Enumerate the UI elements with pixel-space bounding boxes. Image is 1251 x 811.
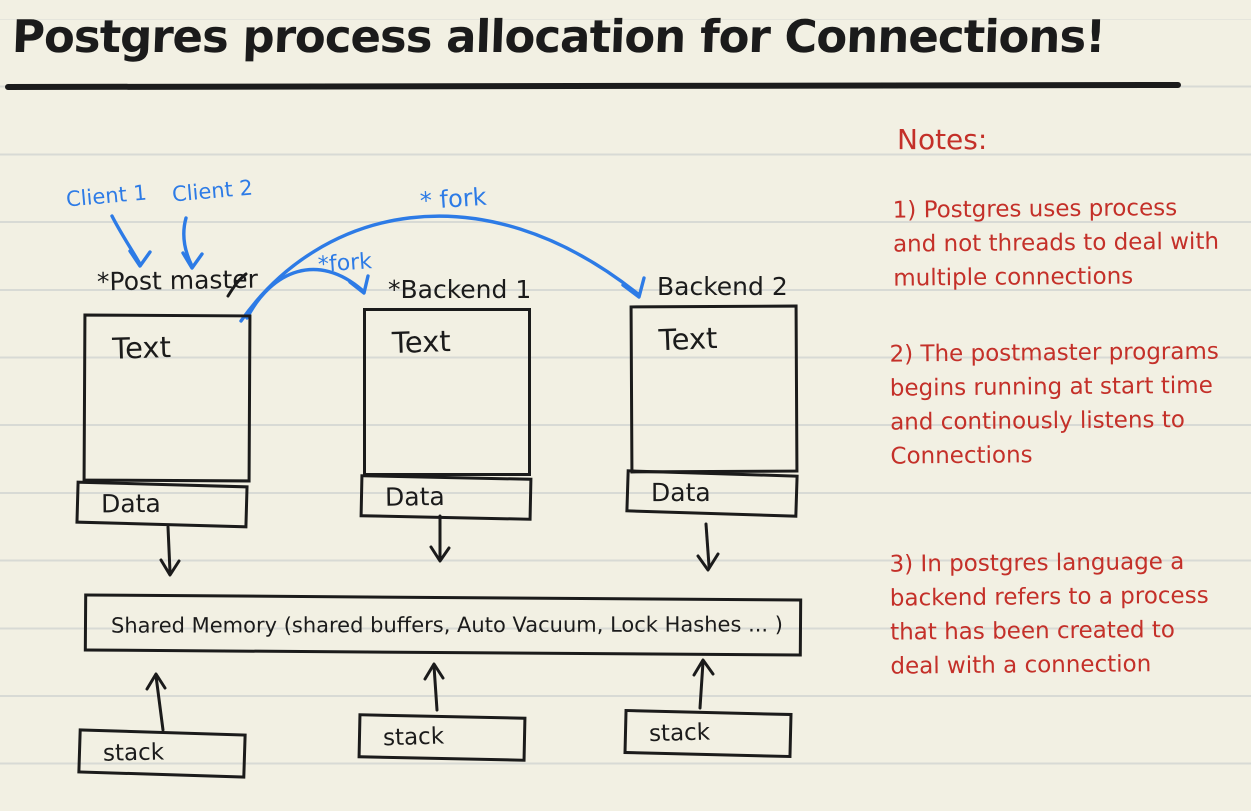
shared-memory-box: Shared Memory (shared buffers, Auto Vacu… bbox=[83, 593, 803, 657]
backend-1-text-box: Text bbox=[363, 308, 531, 476]
stack-box-1: stack bbox=[77, 728, 247, 779]
postmaster-text-label: Text bbox=[111, 330, 172, 366]
client-1-arrow bbox=[110, 214, 152, 268]
backend-2-text-label: Text bbox=[658, 320, 719, 358]
fork-arrow-to-backend-2 bbox=[239, 214, 646, 323]
data-to-shared-arrow-2 bbox=[429, 514, 451, 563]
data-to-shared-arrow-3 bbox=[696, 522, 720, 572]
postmaster-data-label: Data bbox=[100, 488, 161, 519]
client-2-label: Client 2 bbox=[171, 175, 254, 207]
backend-2-data-box: Data bbox=[625, 469, 799, 518]
backend-2-label: Backend 2 bbox=[657, 272, 788, 301]
backend-2-text-box: Text bbox=[629, 304, 799, 474]
stack-label-3: stack bbox=[648, 719, 711, 748]
note-2: 2) The postmaster programs begins runnin… bbox=[889, 338, 1219, 470]
backend-1-text-label: Text bbox=[391, 323, 452, 361]
client-1-label: Client 1 bbox=[65, 180, 148, 212]
fork-arrow-to-backend-1 bbox=[245, 267, 370, 320]
title-underline bbox=[4, 81, 1182, 91]
fork-label-inner: *fork bbox=[317, 249, 373, 278]
note-1: 1) Postgres uses process and not threads… bbox=[892, 195, 1220, 292]
stack-label-1: stack bbox=[102, 739, 165, 767]
backend-1-data-label: Data bbox=[384, 481, 445, 512]
page-title: Postgres process allocation for Connecti… bbox=[11, 10, 1106, 63]
stack-box-2: stack bbox=[357, 713, 527, 762]
stack-to-shared-arrow-2 bbox=[423, 662, 445, 712]
data-to-shared-arrow-1 bbox=[159, 525, 181, 577]
stack-box-3: stack bbox=[623, 708, 793, 759]
shared-memory-label: Shared Memory (shared buffers, Auto Vacu… bbox=[110, 612, 783, 638]
backend-2-data-label: Data bbox=[650, 477, 711, 508]
stack-to-shared-arrow-1 bbox=[145, 672, 167, 732]
stack-label-2: stack bbox=[382, 723, 445, 752]
fork-label-outer: * fork bbox=[419, 182, 488, 216]
client-2-arrow bbox=[181, 216, 204, 270]
note-3: 3) In postgres language a backend refers… bbox=[889, 549, 1209, 680]
notes-heading: Notes: bbox=[897, 123, 988, 156]
stack-to-shared-arrow-3 bbox=[692, 658, 715, 710]
postmaster-text-box: Text bbox=[82, 313, 252, 483]
postmaster-label: *Post master bbox=[96, 264, 259, 297]
postmaster-data-box: Data bbox=[75, 480, 249, 529]
backend-1-label: *Backend 1 bbox=[388, 275, 532, 304]
backend-1-data-box: Data bbox=[359, 474, 533, 521]
